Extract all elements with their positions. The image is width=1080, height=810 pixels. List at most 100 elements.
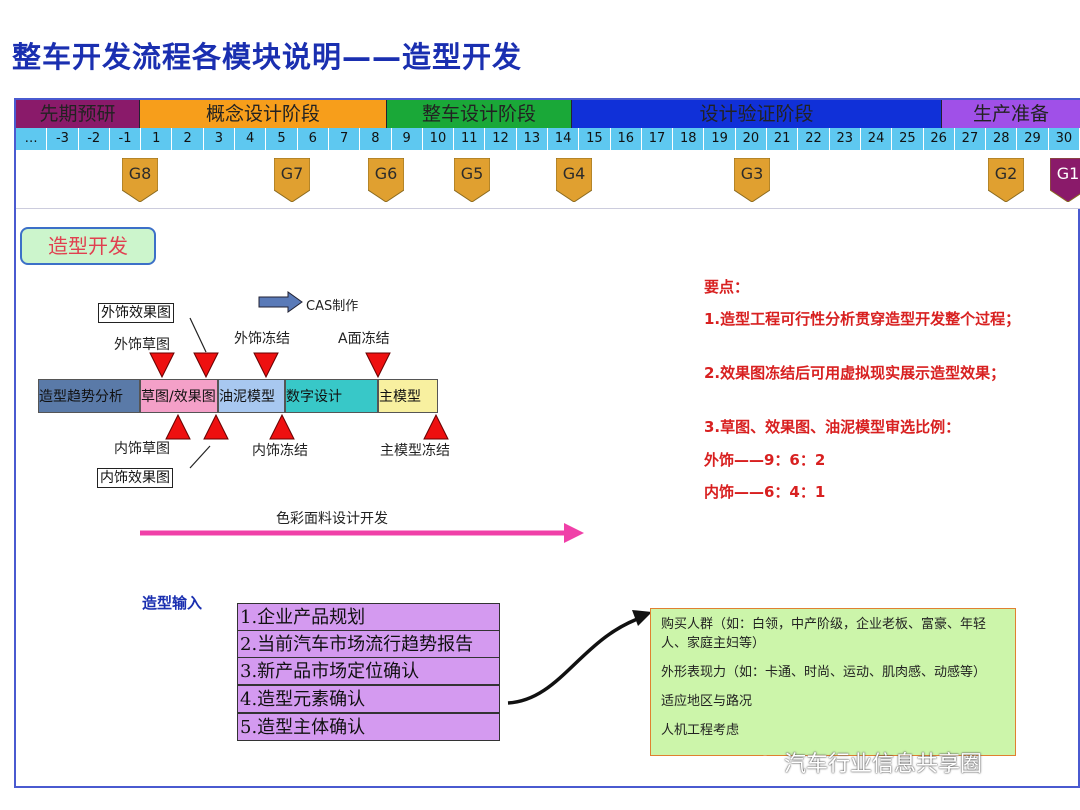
key-points-heading: 要点： <box>704 278 750 296</box>
milestone-interior-render <box>203 413 229 440</box>
design-input-item: 1.企业产品规划 <box>237 603 500 631</box>
milestone-exterior-freeze <box>253 352 279 379</box>
timeline-number: 29 <box>1017 128 1049 150</box>
segment-trend-analysis: 造型趋势分析 <box>38 379 140 413</box>
slide-frame <box>14 98 1080 788</box>
cas-label: CAS制作 <box>306 299 359 314</box>
page-title: 整车开发流程各模块说明——造型开发 <box>12 40 523 74</box>
input-detail-box: 购买人群（如：白领，中产阶级，企业老板、富豪、年轻人、家庭主妇等） 外形表现力（… <box>650 608 1016 756</box>
gate-g7: G7 <box>274 158 310 202</box>
exterior-render-callout: 外饰效果图 <box>98 303 174 323</box>
timeline-number: 3 <box>204 128 236 150</box>
segment-sketch-render: 草图/效果图 <box>140 379 218 413</box>
exterior-sketch-label: 外饰草图 <box>114 337 170 353</box>
input-detail-arrow-head <box>632 610 652 626</box>
exterior-freeze-label: 外饰冻结 <box>234 331 290 347</box>
gate-g6: G6 <box>368 158 404 202</box>
gate-g3: G3 <box>734 158 770 202</box>
segment-clay-model: 油泥模型 <box>218 379 285 413</box>
phase-vehicle-design: 整车设计阶段 <box>387 100 572 128</box>
key-point-exterior-ratio: 外饰——9：6：2 <box>704 451 826 469</box>
design-inputs-title: 造型输入 <box>142 594 203 612</box>
milestone-exterior-sketch <box>149 352 175 379</box>
phase-design-validation: 设计验证阶段 <box>572 100 942 128</box>
timeline-number: 27 <box>955 128 987 150</box>
gate-g2: G2 <box>988 158 1024 202</box>
phase-pre-research: 先期预研 <box>16 100 140 128</box>
milestone-master-freeze <box>423 413 449 440</box>
color-trim-arrow-head <box>564 523 584 543</box>
timeline-number: … <box>16 128 48 150</box>
detail-region-roads: 适应地区与路况 <box>661 694 753 709</box>
timeline-number: -1 <box>110 128 142 150</box>
design-input-item: 2.当前汽车市场流行趋势报告 <box>237 630 500 658</box>
milestone-a-surface-freeze <box>365 352 391 379</box>
timeline-number: 25 <box>892 128 924 150</box>
timeline-number: 28 <box>986 128 1018 150</box>
timeline-number: 30 <box>1049 128 1080 150</box>
gate-g8: G8 <box>122 158 158 202</box>
input-detail-connector <box>507 616 641 705</box>
design-input-item: 5.造型主体确认 <box>237 713 500 741</box>
key-point-interior-ratio: 内饰——6：4：1 <box>704 483 826 501</box>
timeline-number: 2 <box>172 128 204 150</box>
timeline-number: 23 <box>830 128 861 150</box>
phase-production-prep: 生产准备 <box>942 100 1080 128</box>
timeline-number: 10 <box>423 128 455 150</box>
phase-concept-design: 概念设计阶段 <box>140 100 387 128</box>
exterior-render-leader <box>189 317 207 353</box>
watermark: 汽车行业信息共享圈 <box>756 746 982 778</box>
interior-render-callout: 内饰效果图 <box>97 468 173 488</box>
timeline-number: 4 <box>235 128 267 150</box>
timeline-number: 21 <box>767 128 799 150</box>
timeline-number: -2 <box>79 128 110 150</box>
timeline-number: 26 <box>924 128 955 150</box>
gate-row <box>16 150 1080 209</box>
wechat-icon <box>756 755 779 773</box>
timeline-number: 15 <box>579 128 611 150</box>
timeline-number: 9 <box>392 128 423 150</box>
key-point-3: 3.草图、效果图、油泥模型审选比例： <box>704 418 961 436</box>
timeline-number: 22 <box>798 128 830 150</box>
interior-sketch-label: 内饰草图 <box>114 441 170 457</box>
interior-freeze-label: 内饰冻结 <box>252 443 308 459</box>
timeline-number: -3 <box>47 128 79 150</box>
timeline-number: 1 <box>141 128 173 150</box>
timeline-number: 13 <box>517 128 548 150</box>
timeline-number: 5 <box>266 128 298 150</box>
timeline-number: 7 <box>329 128 361 150</box>
detail-styling-expression: 外形表现力（如：卡通、时尚、运动、肌肉感、动感等） <box>661 665 987 680</box>
color-trim-label: 色彩面料设计开发 <box>276 511 388 527</box>
segment-digital-design: 数字设计 <box>285 379 378 413</box>
section-label: 造型开发 <box>20 227 156 265</box>
milestone-exterior-render <box>193 352 219 379</box>
timeline-number: 11 <box>454 128 486 150</box>
timeline-number: 24 <box>861 128 893 150</box>
timeline-number: 17 <box>642 128 674 150</box>
milestone-interior-sketch <box>165 413 191 440</box>
detail-ergonomics: 人机工程考虑 <box>661 723 740 738</box>
timeline-number: 19 <box>704 128 736 150</box>
milestone-interior-freeze <box>269 413 295 440</box>
timeline-number: 16 <box>611 128 642 150</box>
detail-target-buyers: 购买人群（如：白领，中产阶级，企业老板、富豪、年轻人、家庭主妇等） <box>661 617 987 651</box>
timeline-number: 6 <box>298 128 329 150</box>
timeline-number: 12 <box>485 128 517 150</box>
interior-render-leader <box>189 445 211 469</box>
segment-master-model: 主模型 <box>378 379 438 413</box>
master-freeze-label: 主模型冻结 <box>380 443 450 459</box>
gate-g4: G4 <box>556 158 592 202</box>
timeline-number: 18 <box>673 128 705 150</box>
timeline-number: 14 <box>548 128 580 150</box>
design-input-item: 3.新产品市场定位确认 <box>237 657 500 685</box>
design-input-item: 4.造型元素确认 <box>237 685 500 713</box>
gate-g1: G1 <box>1050 158 1080 202</box>
a-surface-freeze-label: A面冻结 <box>338 331 390 347</box>
timeline-number: 20 <box>736 128 768 150</box>
timeline-number: 8 <box>360 128 392 150</box>
cas-arrow <box>258 291 303 313</box>
key-point-1: 1.造型工程可行性分析贯穿造型开发整个过程； <box>704 310 1021 328</box>
key-point-2: 2.效果图冻结后可用虚拟现实展示造型效果； <box>704 364 1006 382</box>
